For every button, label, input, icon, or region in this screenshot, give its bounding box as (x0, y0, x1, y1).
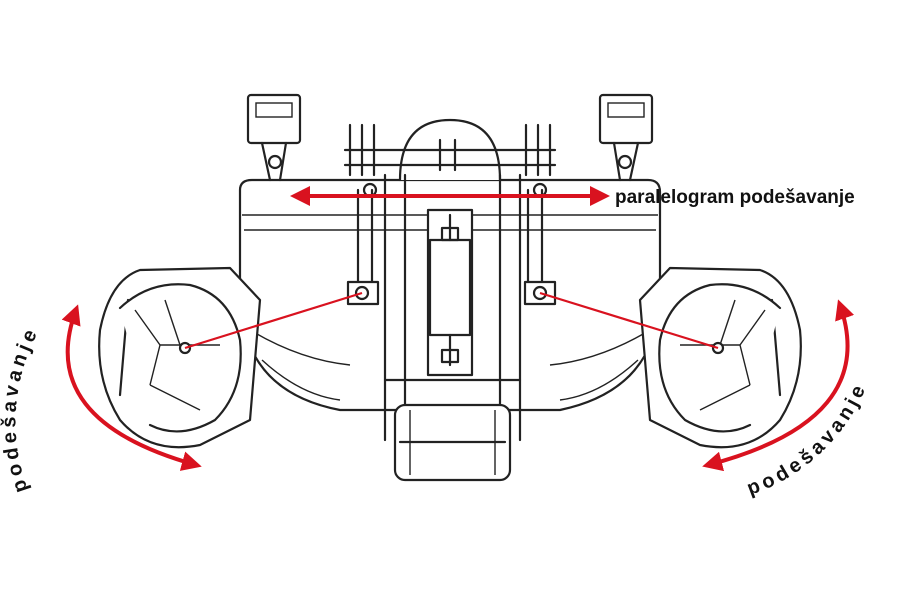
left-drum (98, 266, 262, 449)
parallelogram-label: paralelogram podešavanje (615, 187, 855, 208)
left-top-clamp (246, 93, 302, 182)
bottom-roller (393, 403, 512, 482)
annotations (61, 186, 855, 472)
center-spring-column (383, 173, 522, 442)
left-curved-double-arrow (61, 304, 202, 471)
machine-drawing (98, 93, 802, 482)
left-pointer-line (184, 291, 363, 350)
right-curved-double-arrow (702, 299, 855, 472)
right-top-clamp (598, 93, 654, 182)
right-drum (638, 266, 802, 449)
right-pointer-line (539, 291, 719, 350)
left-arc-label: podešavanje (0, 323, 44, 496)
vertical-arms (346, 188, 557, 306)
